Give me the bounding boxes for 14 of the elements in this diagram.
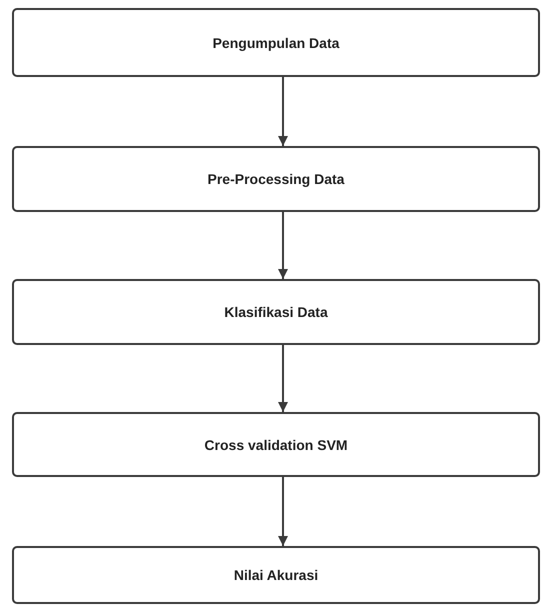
box-label: Nilai Akurasi — [234, 567, 318, 583]
process-box — [12, 279, 540, 345]
process-box — [12, 146, 540, 212]
process-box — [12, 8, 540, 77]
process-box — [12, 546, 540, 604]
arrow — [278, 345, 288, 412]
box-label: Pre-Processing Data — [208, 171, 344, 187]
box-label: Pengumpulan Data — [212, 34, 340, 50]
arrow — [278, 212, 288, 279]
box-label: Klasifikasi Data — [224, 304, 328, 320]
arrow — [278, 77, 288, 146]
box-label: Cross validation SVM — [204, 436, 348, 452]
process-box — [12, 412, 540, 477]
arrow — [278, 477, 288, 546]
